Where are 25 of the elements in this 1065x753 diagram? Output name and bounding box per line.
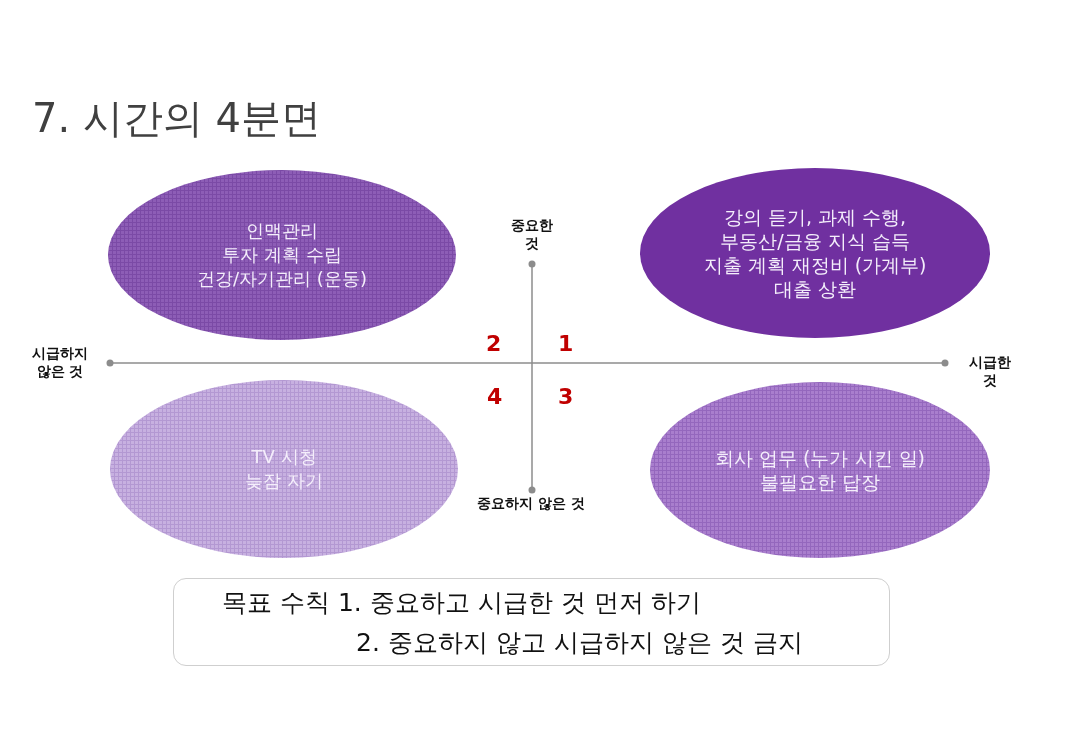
task-text: 대출 상환: [773, 277, 856, 301]
task-text: 불필요한 답장: [759, 470, 880, 494]
task-text: 강의 듣기, 과제 수행,: [723, 205, 907, 229]
title: 7. 시간의 4분면: [32, 94, 322, 143]
rule-text: 목표 수칙 1. 중요하고 시급한 것 먼저 하기: [222, 587, 702, 619]
quadrant-number: 3: [558, 384, 574, 410]
axis-label: 중요한 것: [510, 216, 554, 252]
task-text: 부동산/금융 지식 습득: [720, 229, 910, 253]
quadrant-ellipse: [640, 168, 990, 338]
task-text: 늦잠 자기: [245, 469, 323, 493]
quadrant-number: 1: [558, 331, 574, 357]
quadrant-number: 2: [486, 331, 502, 357]
task-text: 회사 업무 (누가 시킨 일): [715, 446, 925, 470]
quadrant-ellipse: [110, 380, 458, 558]
axis-label: 중요하지 않은 것: [476, 494, 586, 512]
rule-text: 2. 중요하지 않고 시급하지 않은 것 금지: [356, 627, 803, 659]
task-text: 인맥관리: [246, 219, 318, 243]
axis-label: 시급한 것: [968, 353, 1012, 389]
quadrant-number: 4: [487, 384, 503, 410]
task-text: 투자 계획 수립: [222, 243, 342, 267]
axis-label: 시급하지 않은 것: [31, 344, 89, 380]
task-text: 지출 계획 재정비 (가계부): [703, 253, 927, 277]
quadrant-ellipse: [108, 170, 456, 340]
task-text: TV 시청: [251, 445, 317, 469]
task-text: 건강/자기관리 (운동): [197, 267, 367, 291]
